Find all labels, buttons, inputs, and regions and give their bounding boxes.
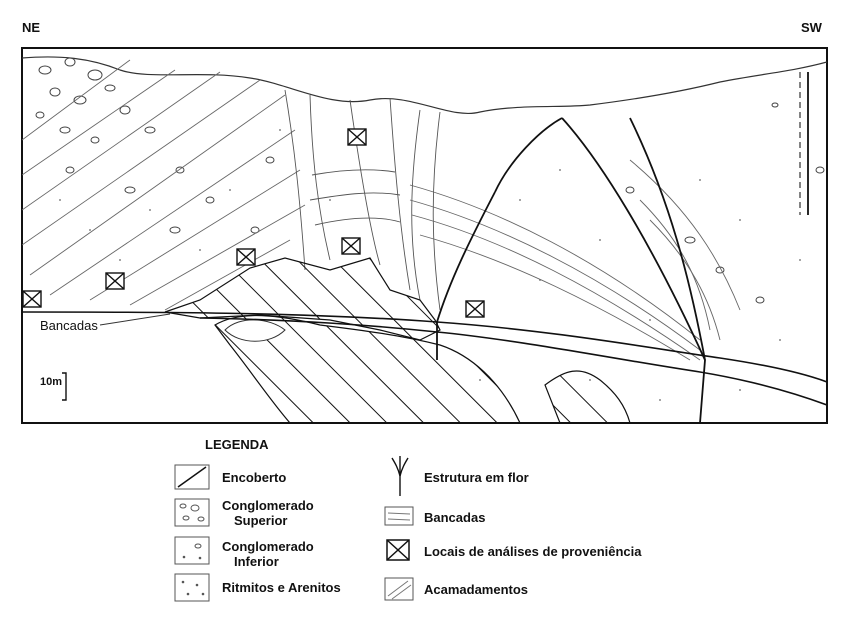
bedding-lines-right (409, 159, 741, 361)
bancadas-leader (99, 313, 171, 326)
covered-area-upper (164, 257, 441, 341)
sw-orientation-label: SW (801, 20, 822, 35)
conglomerate-pebbles (35, 57, 825, 304)
legend-bancadas: Bancadas (424, 510, 486, 525)
legend-acamadamentos: Acamadamentos (424, 582, 529, 597)
covered-area-lower (214, 314, 521, 423)
ne-orientation-label: NE (22, 20, 41, 35)
topographic-surface (22, 56, 827, 114)
legend-title: LEGENDA (205, 437, 269, 452)
covered-area-right (544, 370, 631, 423)
scale-bar (62, 372, 67, 401)
lens-body (224, 319, 286, 342)
legend-encoberto: Encoberto (222, 470, 287, 485)
legend-symbols (174, 456, 414, 602)
legend-ritmitos: Ritmitos e Arenitos (222, 580, 341, 595)
sample-markers (22, 128, 485, 318)
flower-structure-lines (284, 89, 441, 311)
legend-locais: Locais de análises de proveniência (424, 544, 642, 559)
bancadas-label: Bancadas (40, 318, 98, 333)
legend-estrutura-flor: Estrutura em flor (424, 470, 529, 485)
bancadas-lines (22, 311, 827, 406)
fault-lines (436, 72, 809, 423)
bedding-lines-left (22, 59, 306, 311)
scale-label: 10m (40, 376, 63, 388)
